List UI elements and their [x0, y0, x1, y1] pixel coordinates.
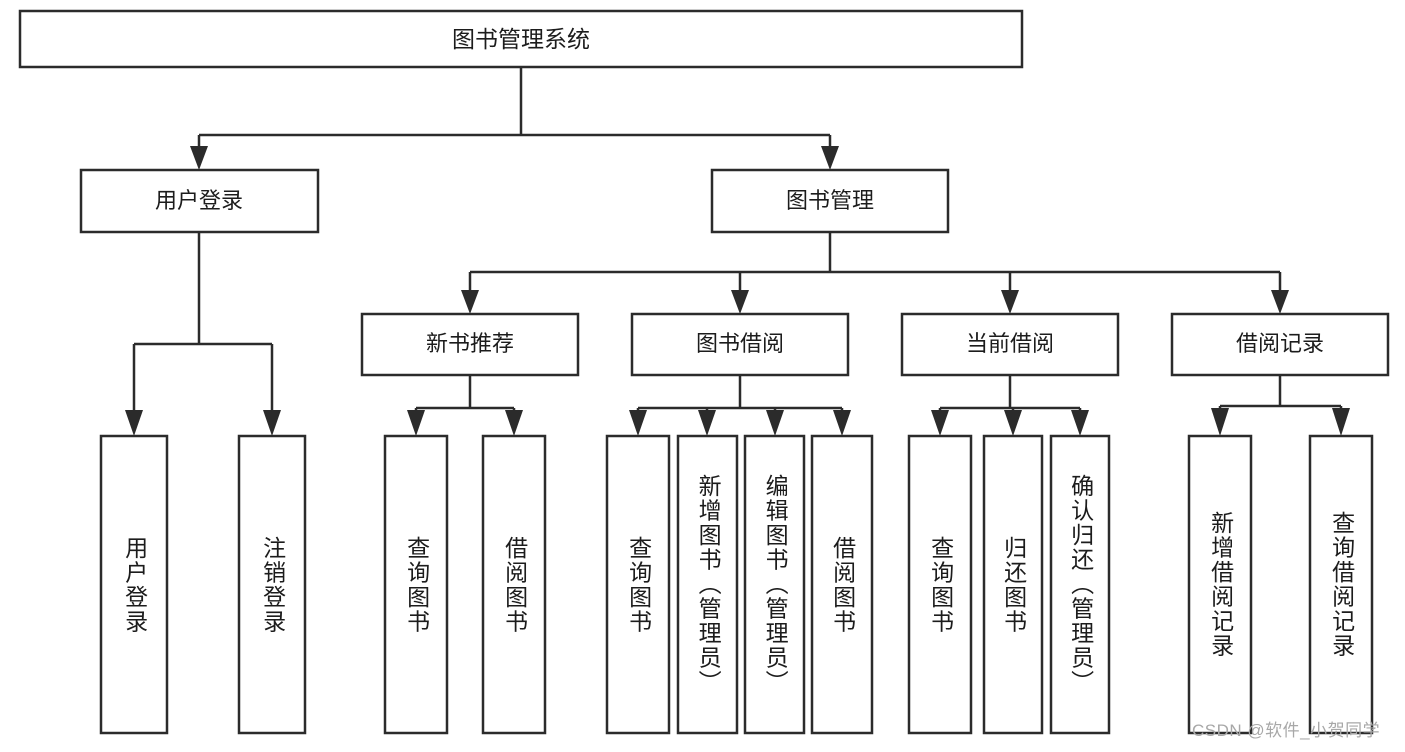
arrow-head-leaf-user-logout — [263, 410, 281, 436]
node-label-book-management-module: 图书管理 — [786, 188, 874, 213]
arrow-head-new-book-recommend — [461, 290, 479, 314]
node-box-book-borrow[interactable] — [630, 312, 850, 377]
node-box-current-borrow[interactable] — [900, 312, 1120, 377]
arrow-head-book-management — [821, 146, 839, 170]
node-box-l3b-1[interactable] — [605, 434, 671, 735]
node-box-l3b-3[interactable] — [743, 434, 806, 735]
arrow-head-current-borrow — [1001, 290, 1019, 314]
arrow-head-l3c-2 — [1004, 410, 1022, 436]
node-box-borrow-record[interactable] — [1170, 312, 1390, 377]
arrow-head-l3a-1 — [407, 410, 425, 436]
node-label-borrow-record: 借阅记录 — [1236, 331, 1324, 356]
arrow-head-l3b-3 — [766, 410, 784, 436]
node-box-l3a-1[interactable] — [383, 434, 449, 735]
node-box-l3d-2[interactable] — [1308, 434, 1374, 735]
node-box-l3d-1[interactable] — [1187, 434, 1253, 735]
node-box-l3c-2[interactable] — [982, 434, 1044, 735]
node-box-l3c-1[interactable] — [907, 434, 973, 735]
arrow-head-l3b-2 — [698, 410, 716, 436]
arrow-head-l3b-4 — [833, 410, 851, 436]
arrow-head-l3b-1 — [629, 410, 647, 436]
node-box-l3b-4[interactable] — [810, 434, 874, 735]
node-box-leaf-user-logout[interactable] — [237, 434, 307, 735]
csdn-watermark: CSDN @软件_小贺同学 — [1192, 721, 1381, 740]
node-box-book-management-module[interactable] — [710, 168, 950, 234]
node-label-new-book-recommend: 新书推荐 — [426, 331, 514, 356]
node-label-user-login-module: 用户登录 — [155, 188, 243, 213]
node-label-current-borrow: 当前借阅 — [966, 331, 1054, 356]
arrow-head-l3c-3 — [1071, 410, 1089, 436]
node-box-user-login-module[interactable] — [79, 168, 320, 234]
arrow-head-leaf-user-login — [125, 410, 143, 436]
arrow-head-l3d-2 — [1332, 408, 1350, 436]
node-label-book-borrow: 图书借阅 — [696, 331, 784, 356]
arrow-head-l3d-1 — [1211, 408, 1229, 436]
connector-layer — [125, 67, 1350, 436]
node-box-l3b-2[interactable] — [676, 434, 739, 735]
node-layer: 图书管理系统 用户登录 图书管理 新书推荐 图书借阅 当前借阅 借阅记录 — [18, 9, 1390, 735]
node-label-root: 图书管理系统 — [452, 26, 590, 52]
arrow-head-l3a-2 — [505, 410, 523, 436]
arrow-head-book-borrow — [731, 290, 749, 314]
arrow-head-borrow-record — [1271, 290, 1289, 314]
node-box-leaf-user-login[interactable] — [99, 434, 169, 735]
arrow-head-user-login — [190, 146, 208, 170]
arrow-head-l3c-1 — [931, 410, 949, 436]
node-box-l3a-2[interactable] — [481, 434, 547, 735]
node-box-l3c-3[interactable] — [1049, 434, 1111, 735]
node-box-root[interactable] — [18, 9, 1024, 69]
node-box-new-book-recommend[interactable] — [360, 312, 580, 377]
